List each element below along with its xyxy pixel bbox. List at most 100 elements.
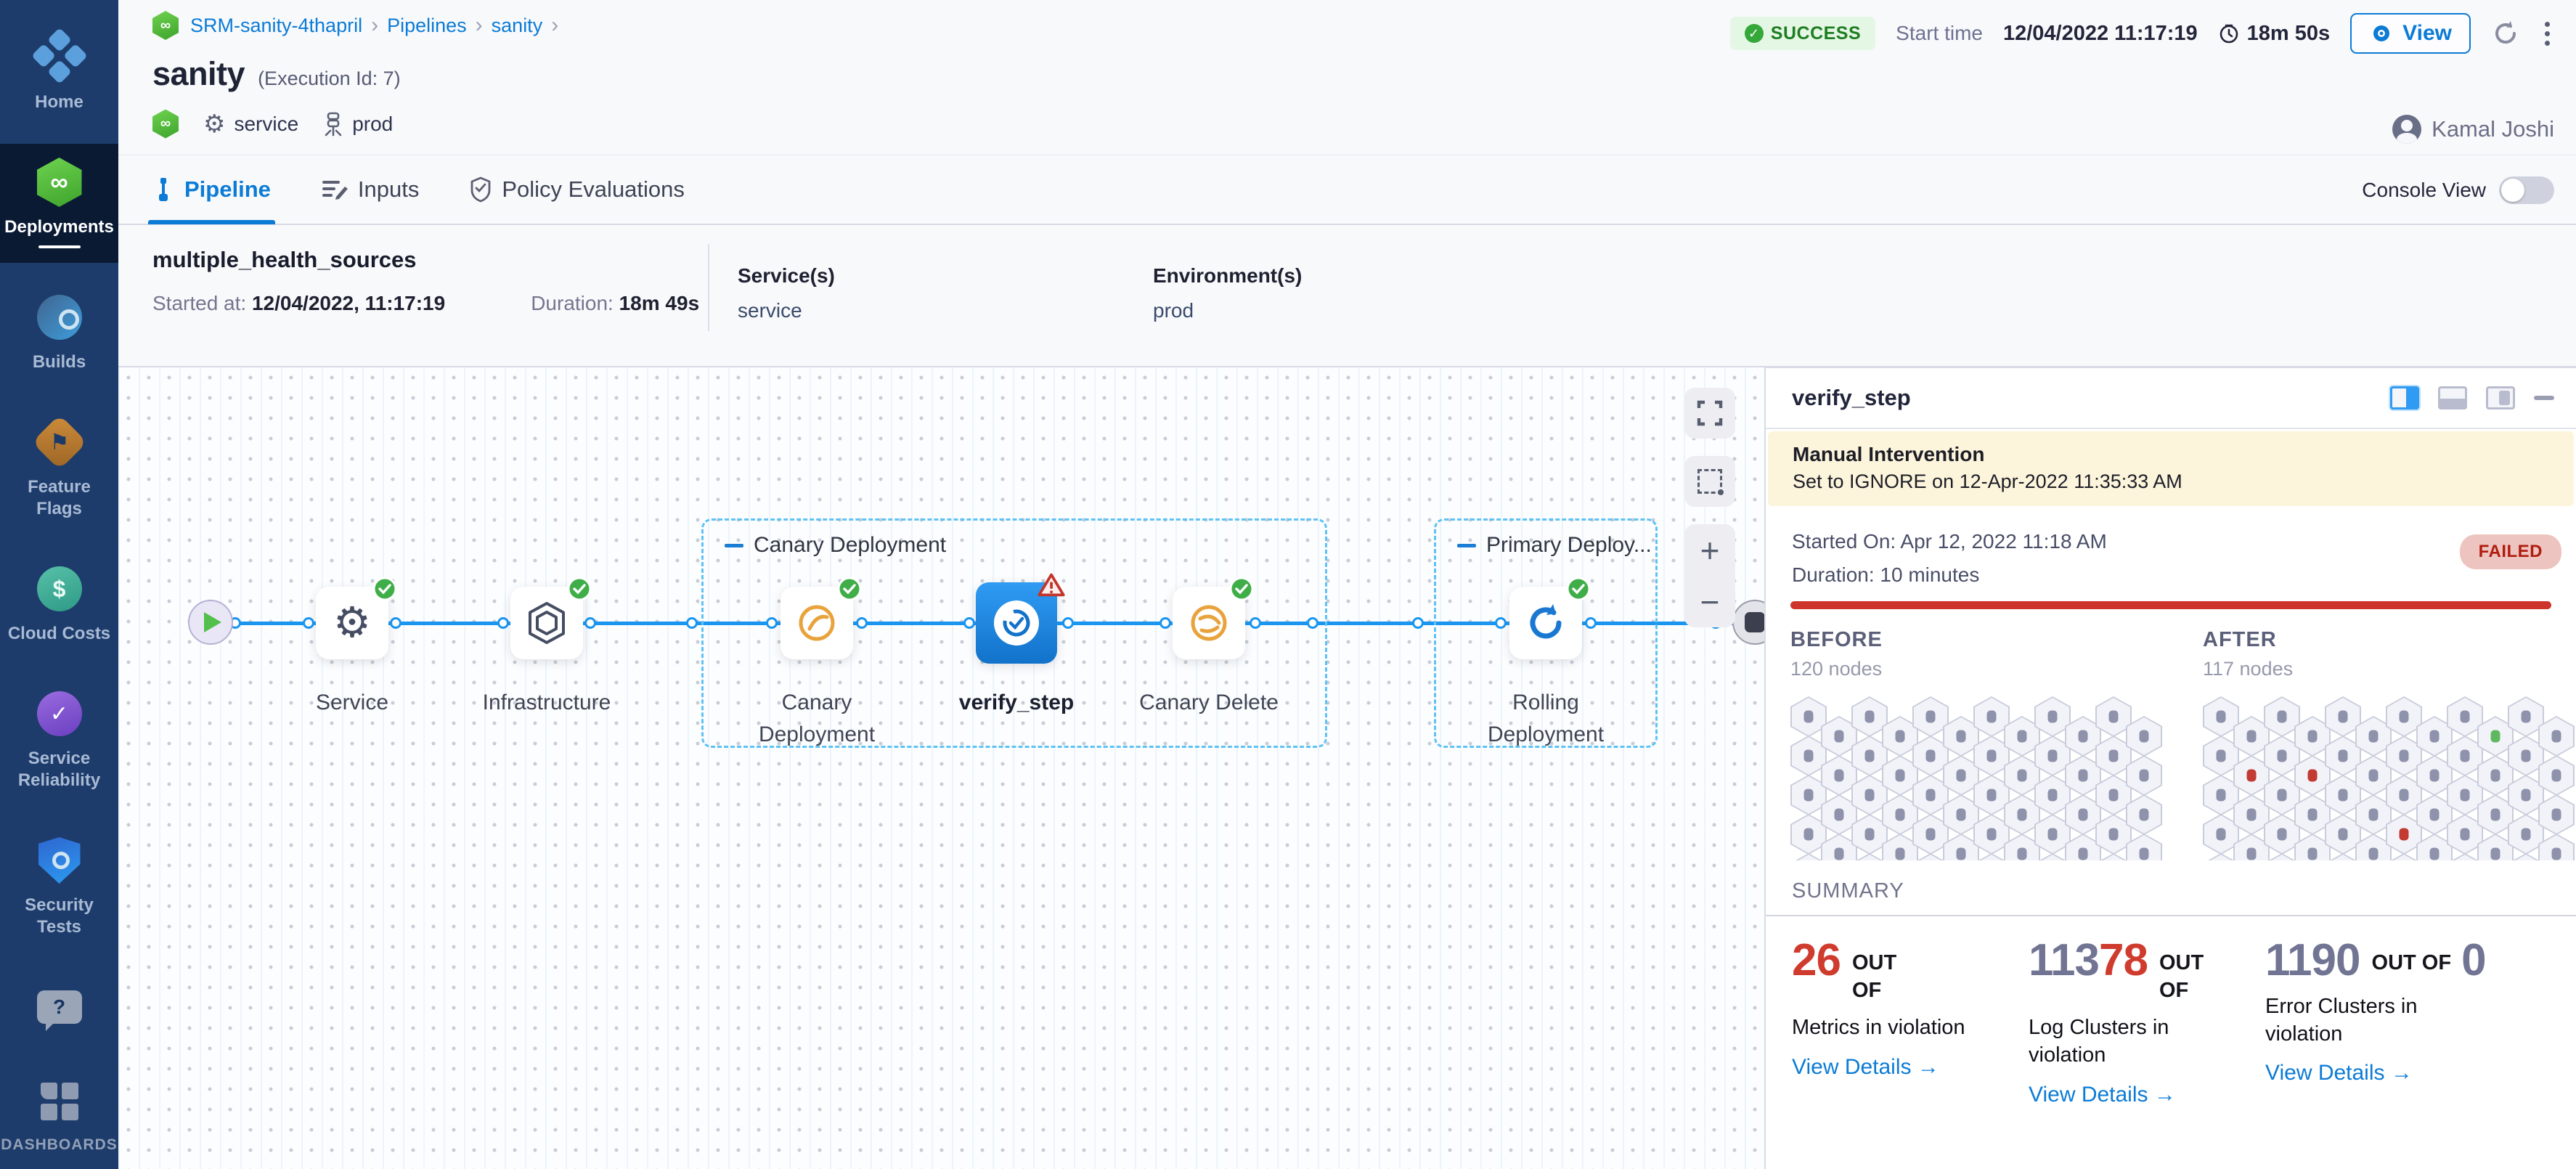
main-area: ∞ SRM-sanity-4thapril›Pipelines›sanity› …: [118, 0, 2576, 1169]
deployments-icon: ∞: [37, 157, 82, 208]
pipeline-end-node[interactable]: [1732, 600, 1764, 645]
more-options-icon[interactable]: [2540, 17, 2554, 50]
connector-dot: [963, 617, 975, 629]
group-label-primary[interactable]: Primary Deploy...: [1457, 533, 1652, 558]
node-label: Infrastructure: [460, 687, 634, 719]
costs-icon: $: [37, 563, 82, 614]
banner-subtitle: Set to IGNORE on 12-Apr-2022 11:35:33 AM: [1793, 471, 2549, 493]
selection-icon: [1697, 469, 1722, 494]
sidebar-item-builds[interactable]: Builds: [0, 279, 118, 388]
active-underline: [38, 245, 81, 248]
group-label-canary[interactable]: Canary Deployment: [725, 533, 946, 558]
node-service[interactable]: ⚙: [316, 587, 388, 659]
connector-dot: [1307, 617, 1318, 629]
breadcrumb-project[interactable]: SRM-sanity-4thapril: [190, 15, 362, 36]
tab-policy-evaluations[interactable]: Policy Evaluations: [470, 155, 685, 224]
zoom-out-icon[interactable]: −: [1700, 582, 1720, 622]
summary-cards: 26OUT OFMetrics in violationView Details…: [1766, 916, 2576, 1107]
marquee-select-button[interactable]: [1684, 456, 1735, 507]
view-button[interactable]: View: [2350, 13, 2471, 54]
chevron-icon: ›: [551, 13, 558, 37]
connector-dot: [303, 617, 314, 629]
success-badge-icon: [372, 577, 397, 601]
dashboards-icon: [41, 1076, 78, 1127]
pipeline-start-node[interactable]: [188, 600, 233, 645]
console-view-toggle[interactable]: [2499, 176, 2554, 204]
node-label: Rolling Deployment: [1459, 687, 1633, 750]
project-icon: ∞: [152, 11, 179, 40]
sidebar-item-home[interactable]: Home: [0, 19, 118, 128]
sidebar-item-label: Feature Flags: [3, 476, 115, 520]
user-menu[interactable]: Kamal Joshi: [2392, 115, 2554, 144]
fit-to-screen-button[interactable]: [1684, 388, 1735, 439]
harness-icon: [38, 32, 81, 83]
sidebar-item-security-tests[interactable]: Security Tests: [0, 822, 118, 953]
chevron-icon: ›: [476, 13, 483, 37]
environments-block: Environment(s) prod: [1153, 264, 1302, 322]
breadcrumb-sanity[interactable]: sanity: [492, 15, 543, 36]
service-tag[interactable]: ⚙service: [203, 110, 298, 139]
console-view-label: Console View: [2362, 179, 2486, 202]
view-details-link[interactable]: View Details →: [1792, 1055, 2010, 1080]
summary-card-2: 1190OUT OF0Error Clusters in violationVi…: [2265, 938, 2483, 1107]
sidebar-item-label: Cloud Costs: [8, 623, 110, 645]
pipeline-status-icon: ∞: [152, 110, 179, 139]
stage-duration-label: Duration:: [531, 292, 614, 314]
warning-badge-icon: [1037, 572, 1066, 598]
node-rolling-deployment[interactable]: [1509, 587, 1582, 659]
connector-dot: [856, 617, 868, 629]
after-node-count: 117 nodes: [2203, 658, 2576, 680]
builds-icon: [37, 292, 82, 343]
sidebar-item-service-reliability[interactable]: ✓Service Reliability: [0, 675, 118, 806]
zoom-in-icon[interactable]: +: [1700, 531, 1720, 570]
verify-icon: [994, 600, 1039, 645]
sidebar-item-label: Home: [35, 91, 83, 113]
environment-tag[interactable]: prod: [323, 112, 393, 137]
connector-dot: [686, 617, 698, 629]
sidebar-item-help[interactable]: ?: [0, 969, 118, 1047]
node-verify-step[interactable]: [976, 582, 1057, 664]
duration-value: 18m 50s: [2218, 22, 2331, 46]
connector-dot: [1585, 617, 1597, 629]
zoom-controls[interactable]: +−: [1684, 524, 1735, 627]
panel-title: verify_step: [1792, 385, 1911, 411]
sidebar-item-label: DASHBOARDS: [1, 1136, 118, 1154]
tab-inputs[interactable]: Inputs: [322, 155, 419, 224]
node-canary-delete[interactable]: [1173, 587, 1245, 659]
node-canary-deployment[interactable]: [780, 587, 853, 659]
breadcrumb-pipelines[interactable]: Pipelines: [387, 15, 467, 36]
fullscreen-icon: [1696, 399, 1724, 427]
sidebar-item-feature-flags[interactable]: ⚑Feature Flags: [0, 404, 118, 534]
environment-link[interactable]: prod: [1153, 299, 1302, 322]
stage-duration-value: 18m 49s: [619, 292, 700, 314]
chevron-icon: ›: [371, 13, 378, 37]
layout-right-icon[interactable]: [2486, 386, 2515, 410]
layout-bottom-icon[interactable]: [2438, 386, 2467, 410]
sidebar-item-cloud-costs[interactable]: $ Cloud Costs: [0, 550, 118, 659]
collapse-panel-icon[interactable]: [2534, 396, 2554, 400]
connector-dot: [497, 617, 509, 629]
summary-label: SUMMARY: [1766, 860, 2576, 903]
view-details-link[interactable]: View Details →: [2265, 1061, 2483, 1086]
tab-pipeline[interactable]: Pipeline: [152, 155, 271, 224]
layout-split-icon[interactable]: [2390, 386, 2419, 410]
metric-value: 26OUT OF: [1792, 938, 2010, 1004]
policy-tab-icon: [470, 176, 492, 203]
sidebar-item-deployments[interactable]: ∞ Deployments: [0, 144, 118, 263]
node-infrastructure[interactable]: [510, 587, 583, 659]
sidebar-item-dashboards[interactable]: DASHBOARDS: [0, 1063, 118, 1169]
connector-dot: [1412, 617, 1424, 629]
step-details-panel: verify_step Manual Intervention Set to I…: [1764, 367, 2576, 1169]
success-badge-icon: [567, 577, 592, 601]
service-link[interactable]: service: [738, 299, 835, 322]
success-badge-icon: [837, 577, 862, 601]
sidebar-item-label: Deployments: [4, 216, 114, 238]
avatar: [2392, 115, 2421, 144]
canary-delete-icon: [1187, 601, 1231, 645]
connector-dot: [390, 617, 402, 629]
pipeline-canvas[interactable]: Canary Deployment Primary Deploy... ⚙ Se…: [118, 367, 1764, 1169]
view-details-link[interactable]: View Details →: [2029, 1083, 2246, 1107]
eye-icon: [2369, 25, 2394, 42]
refresh-icon[interactable]: [2491, 19, 2520, 48]
